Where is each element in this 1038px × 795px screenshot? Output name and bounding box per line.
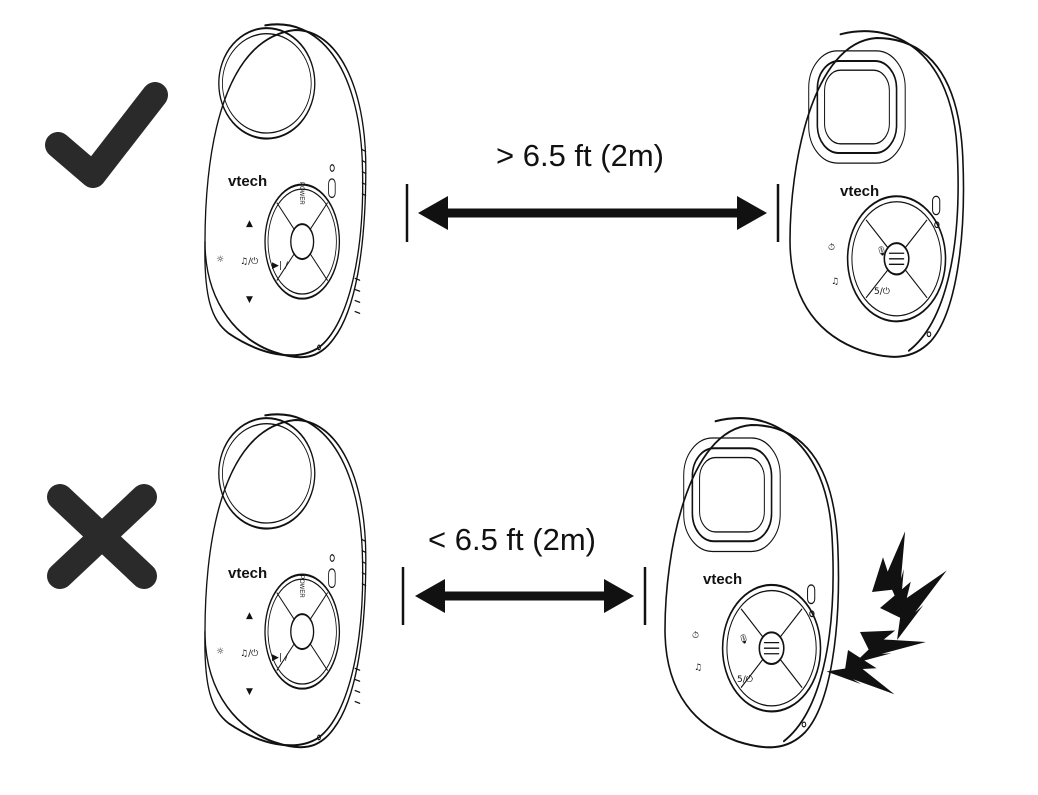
correct-row: vtech POWER ♫/⏻ ▶| / ☼ ▲ ▼ > 6.5 ft (2m)… — [45, 23, 965, 359]
double-arrow-top — [405, 184, 780, 242]
center-label-top: ♫/⏻ — [240, 256, 258, 267]
mic-icon-top: 🎙 — [876, 246, 887, 257]
baby-unit-top-labels: vtech POWER ♫/⏻ ▶| / ☼ ▲ ▼ — [216, 173, 304, 305]
sun-icon-bottom: ☼ — [216, 647, 224, 657]
vol-down-icon-top: ▼ — [246, 295, 253, 305]
lightning-bolts-icon — [822, 531, 956, 717]
power-label-top: POWER — [298, 182, 304, 205]
play-label-bottom: ▶| / — [272, 653, 289, 663]
baby-unit-bottom-labels: vtech POWER ♫/⏻ ▶| / ☼ ▲ ▼ — [216, 565, 304, 697]
play-label-top: ▶| / — [272, 261, 289, 271]
baby-unit-top — [203, 23, 367, 359]
vol-up-icon-bottom: ▲ — [246, 611, 253, 621]
checkmark-icon — [45, 82, 168, 188]
back-power-label-bottom: 5/⏻ — [737, 674, 753, 685]
back-power-label-top: 5/⏻ — [874, 286, 890, 297]
distance-label-top: > 6.5 ft (2m) — [496, 138, 664, 173]
sun-icon-top: ☼ — [216, 255, 224, 265]
distance-label-bottom: < 6.5 ft (2m) — [428, 522, 596, 557]
incorrect-row: vtech POWER ♫/⏻ ▶| / ☼ ▲ ▼ < 6.5 ft (2m)… — [47, 413, 956, 749]
center-label-bottom: ♫/⏻ — [240, 648, 258, 659]
music-icon-bottom: ♫ — [694, 663, 702, 673]
vol-down-icon-bottom: ▼ — [246, 687, 253, 697]
brand-logo-bottom-left: vtech — [228, 565, 267, 582]
vol-up-icon-top: ▲ — [246, 219, 253, 229]
timer-icon-top: ⏱ — [828, 243, 835, 253]
timer-icon-bottom: ⏱ — [692, 631, 699, 641]
power-label-bottom: POWER — [298, 575, 304, 598]
parent-unit-bottom — [663, 417, 840, 749]
double-arrow-bottom — [401, 567, 647, 625]
brand-logo-top-right: vtech — [840, 183, 879, 200]
cross-icon — [47, 484, 157, 589]
music-icon-top: ♫ — [831, 277, 839, 287]
mic-icon-bottom: 🎙 — [738, 634, 749, 645]
brand-logo-top-left: vtech — [228, 173, 267, 190]
brand-logo-bottom-right: vtech — [703, 571, 742, 588]
